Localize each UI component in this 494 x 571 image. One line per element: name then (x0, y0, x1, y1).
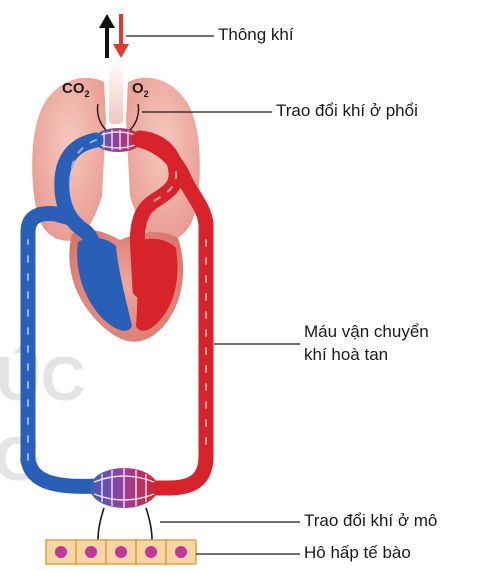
label-lung-exchange: Trao đổi khí ở phổi (276, 101, 418, 121)
cell-row (46, 540, 196, 564)
ventilation-arrows (99, 14, 129, 58)
label-cell-respiration: Hô hấp tế bào (304, 543, 411, 563)
label-tissue-exchange: Trao đổi khí ở mô (304, 511, 437, 531)
tissue-capillary-bed (90, 468, 158, 540)
label-blood-transport-line1: Máu vận chuyển (304, 322, 429, 342)
label-ventilation: Thông khí (218, 25, 294, 45)
label-blood-transport-line2: khí hoà tan (304, 345, 388, 365)
watermark-text-1: ÚC (0, 345, 86, 414)
